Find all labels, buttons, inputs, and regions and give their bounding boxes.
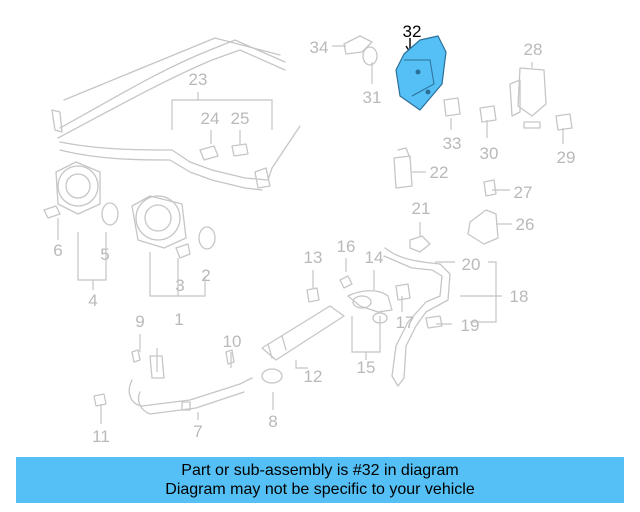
callout-33: 33 [443, 134, 462, 153]
callout-11: 11 [92, 427, 110, 446]
callout-32: 32 [403, 22, 422, 41]
leader-lines [57, 38, 564, 424]
callout-15: 15 [357, 358, 376, 377]
callout-19: 19 [461, 316, 480, 335]
parts-artwork [43, 35, 573, 415]
callout-25: 25 [231, 109, 250, 128]
callout-12: 12 [304, 367, 323, 386]
callout-24: 24 [201, 109, 220, 128]
callout-22: 22 [430, 163, 449, 182]
callout-18: 18 [510, 287, 529, 306]
callout-10: 10 [223, 332, 242, 351]
callout-2: 2 [201, 266, 210, 285]
callout-34: 34 [310, 38, 329, 57]
callout-27: 27 [514, 183, 533, 202]
callout-7: 7 [193, 422, 202, 441]
callout-23: 23 [189, 70, 208, 89]
callout-4: 4 [88, 291, 97, 310]
callout-31: 31 [363, 88, 382, 107]
callout-6: 6 [53, 241, 62, 260]
callout-30: 30 [480, 144, 499, 163]
callout-9: 9 [135, 312, 144, 331]
part-32-bracket [395, 35, 447, 111]
callout-13: 13 [304, 248, 323, 267]
info-banner: Part or sub-assembly is #32 in diagram D… [16, 457, 624, 503]
callout-28: 28 [524, 40, 543, 59]
callout-14: 14 [365, 248, 384, 267]
callout-20: 20 [462, 255, 481, 274]
callout-16: 16 [337, 237, 356, 256]
parts-diagram: 1 2 3 4 5 6 7 8 9 10 11 12 13 14 15 16 1… [43, 22, 576, 446]
callout-26: 26 [516, 215, 535, 234]
banner-line-2: Diagram may not be specific to your vehi… [165, 481, 475, 498]
callout-1: 1 [174, 310, 183, 329]
callout-8: 8 [268, 412, 277, 431]
callout-17: 17 [396, 313, 415, 332]
callout-29: 29 [557, 148, 576, 167]
callout-5: 5 [100, 245, 109, 264]
callout-21: 21 [412, 199, 431, 218]
banner-line-1: Part or sub-assembly is #32 in diagram [181, 462, 459, 479]
callout-3: 3 [175, 276, 184, 295]
